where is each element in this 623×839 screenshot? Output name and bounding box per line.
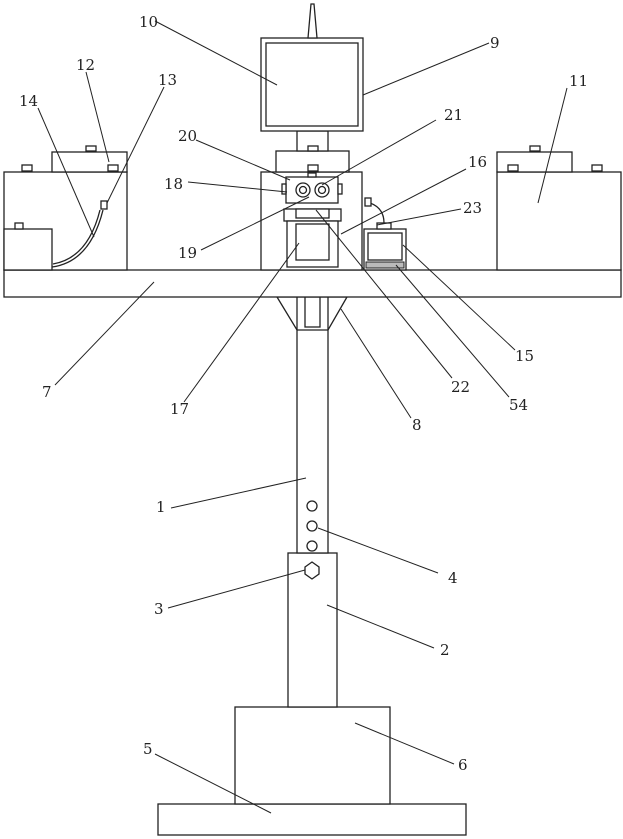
base-block [235, 707, 390, 804]
label-6: 6 [458, 756, 468, 774]
label-20: 20 [178, 127, 197, 145]
side-device [364, 198, 406, 270]
inner-pole [297, 297, 328, 553]
label-19: 19 [178, 244, 197, 262]
label-14: 14 [19, 92, 38, 110]
right-box [497, 146, 621, 270]
antenna [308, 4, 317, 38]
label-5: 5 [143, 740, 153, 758]
label-8: 8 [412, 416, 422, 434]
label-23: 23 [463, 199, 482, 217]
label-21: 21 [444, 106, 463, 124]
label-17: 17 [170, 400, 189, 418]
label-2: 2 [440, 641, 450, 659]
label-11: 11 [569, 72, 588, 90]
label-13: 13 [158, 71, 177, 89]
label-10: 10 [139, 13, 158, 31]
label-16: 16 [468, 153, 487, 171]
label-4: 4 [448, 569, 458, 587]
label-9: 9 [490, 34, 500, 52]
left-battery-box [4, 223, 52, 270]
crossbar [4, 270, 621, 297]
camera-unit [282, 173, 342, 203]
label-18: 18 [164, 175, 183, 193]
base-plate [158, 804, 466, 835]
label-3: 3 [154, 600, 164, 618]
lower-mount [284, 209, 341, 267]
label-12: 12 [76, 56, 95, 74]
label-54: 54 [509, 396, 528, 414]
support-bracket [277, 297, 347, 330]
label-1: 1 [156, 498, 166, 516]
label-22: 22 [451, 378, 470, 396]
label-7: 7 [42, 383, 52, 401]
label-15: 15 [515, 347, 534, 365]
